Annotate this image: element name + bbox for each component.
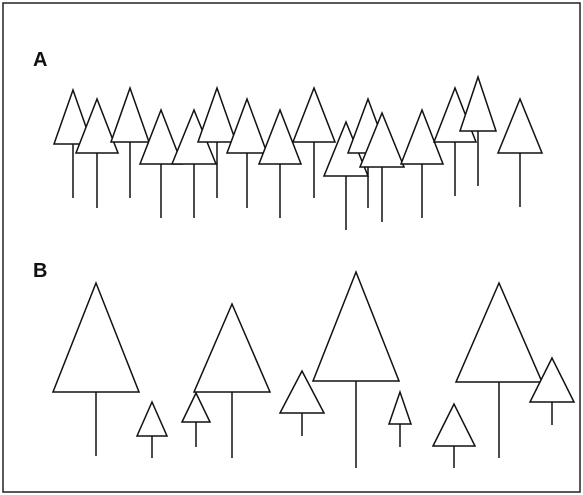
panel-a-label: A (33, 49, 47, 71)
panel-b-label: B (33, 260, 47, 282)
figure-frame (3, 3, 580, 492)
